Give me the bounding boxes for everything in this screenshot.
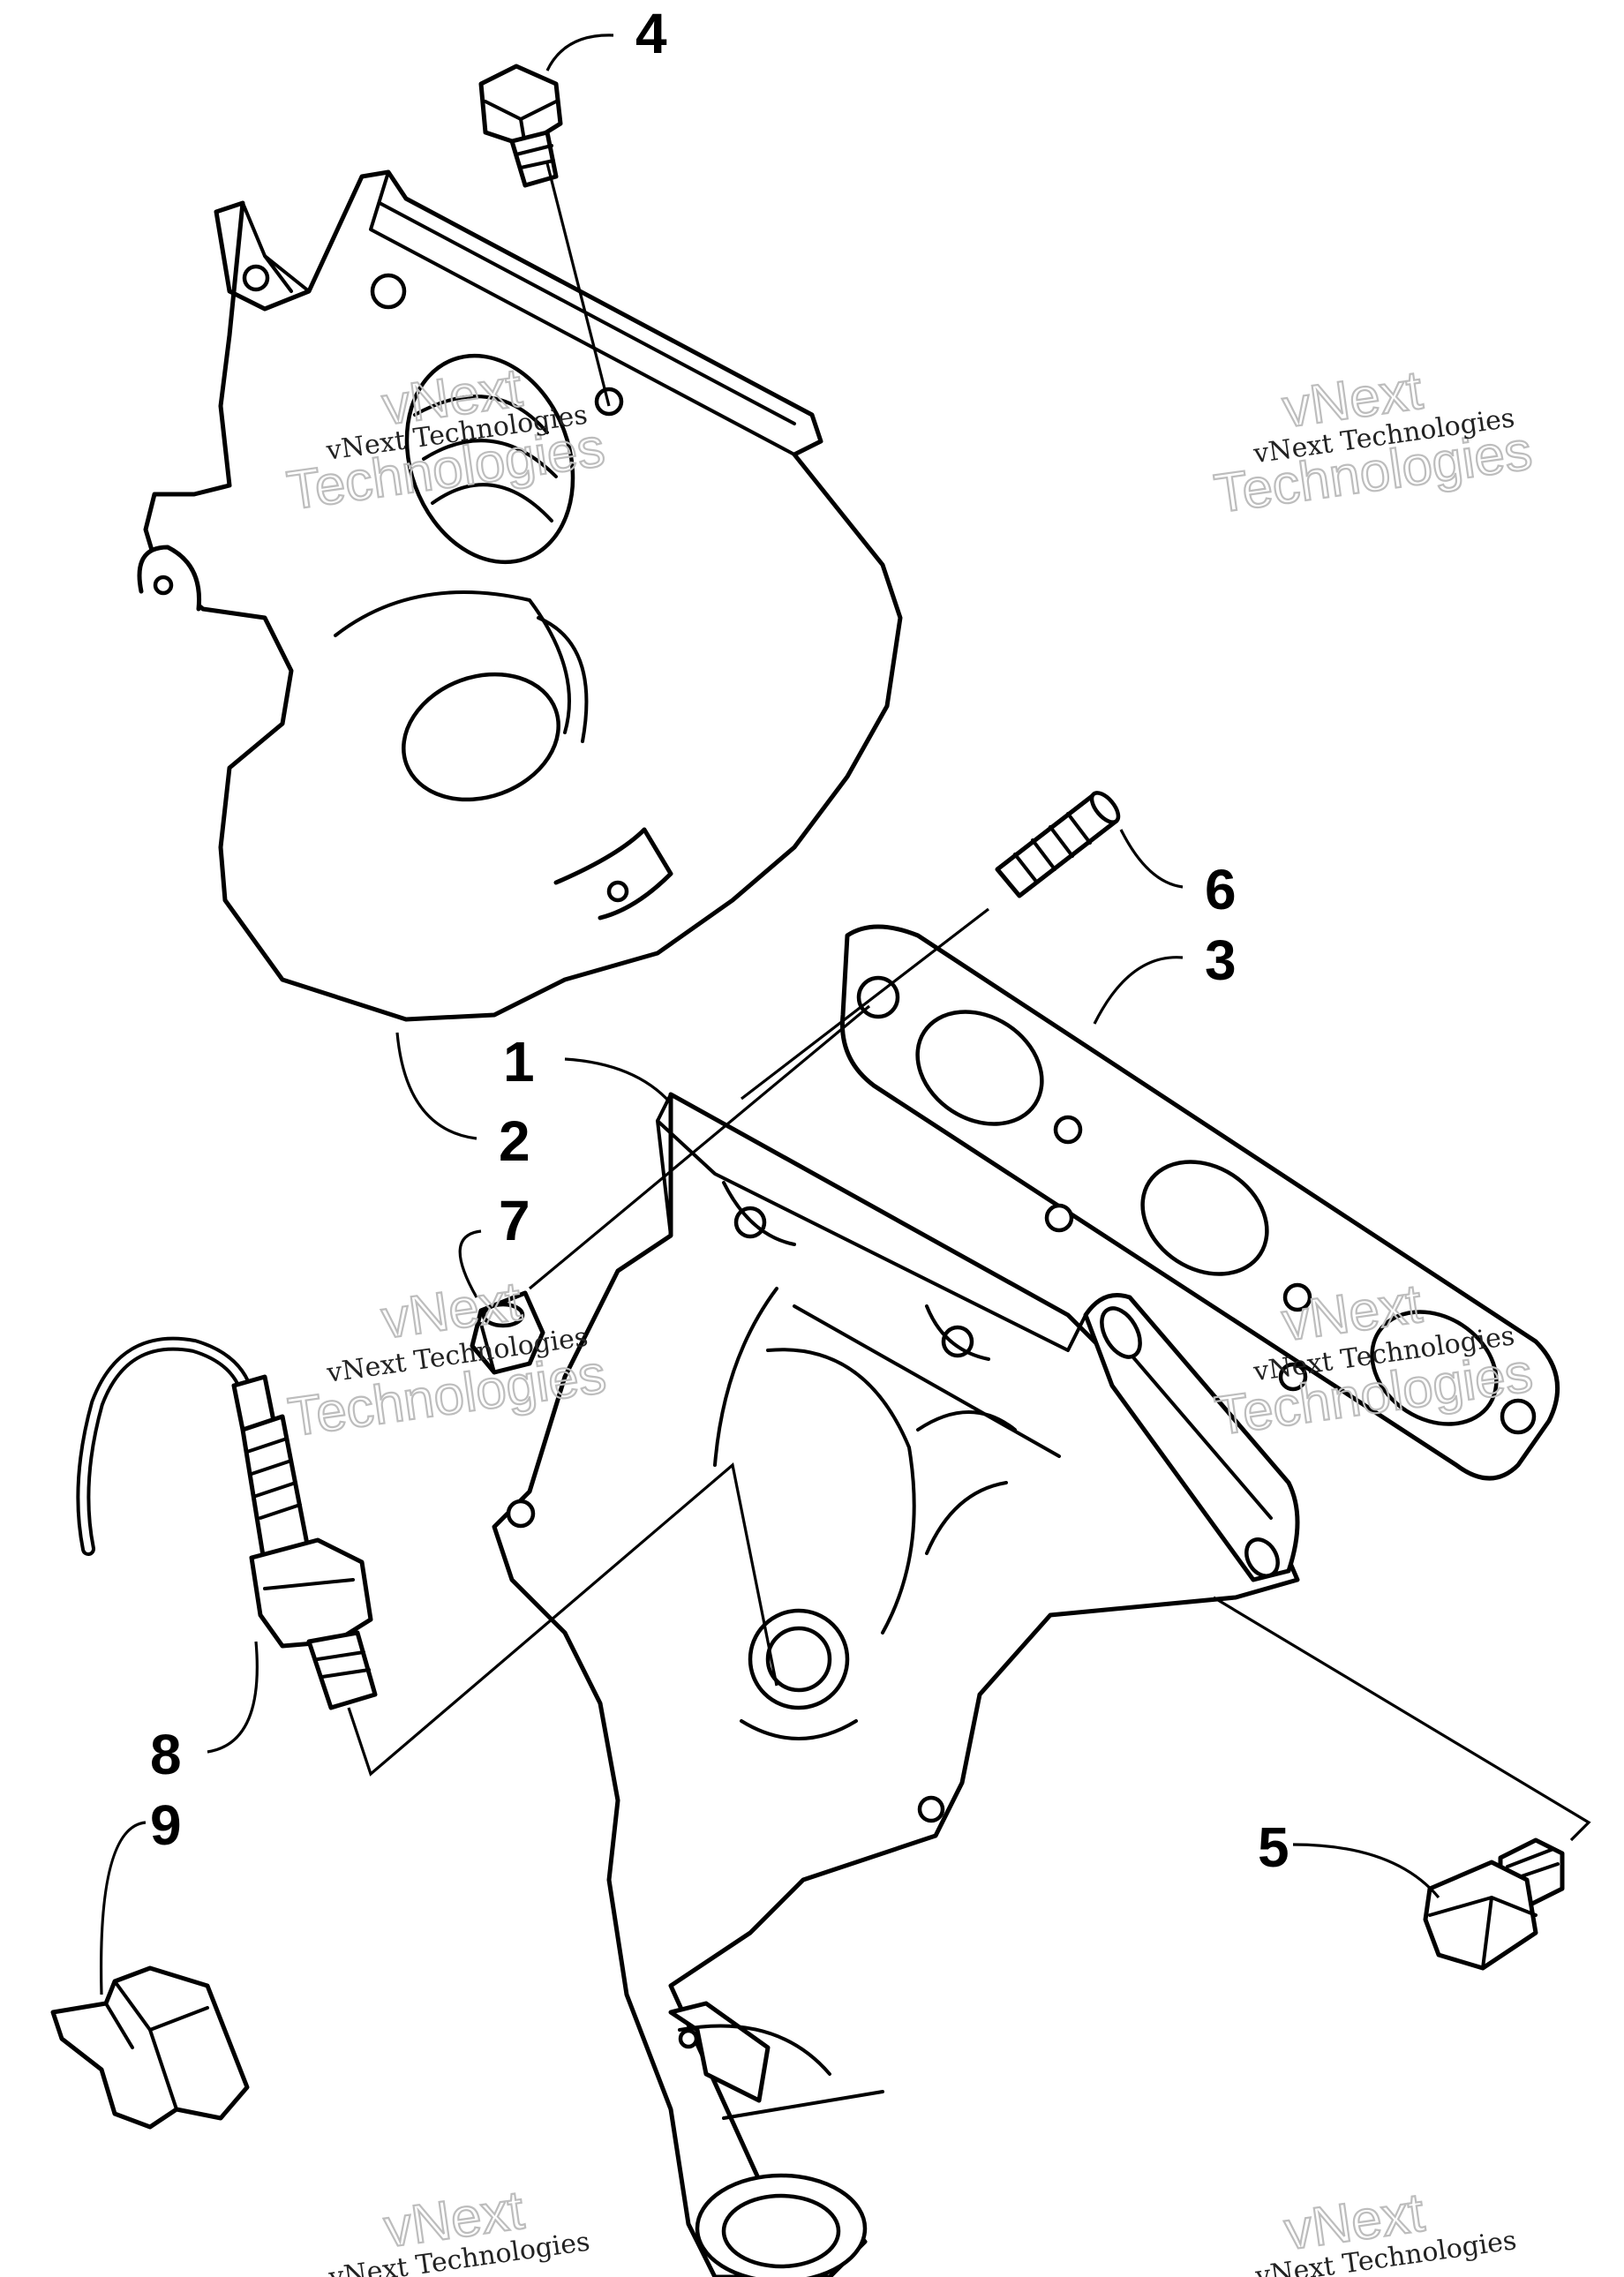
callout-1: 1	[503, 1030, 535, 1093]
watermark-5: vNext vNext Technologies	[326, 2179, 591, 2277]
watermark-6: vNext vNext Technologies	[1252, 2181, 1518, 2277]
callout-5: 5	[1258, 1815, 1289, 1879]
gasket-part-3	[839, 924, 1560, 1481]
leader-5-axis	[1213, 1596, 1591, 1842]
callout-numbers: 4 6 3 1 2 7 8 9 5	[150, 2, 1289, 1879]
leader-6-axis	[741, 907, 989, 1101]
leader-1	[564, 1057, 673, 1105]
stud-part-6	[995, 791, 1121, 898]
leader-3	[1093, 956, 1184, 1025]
oxygen-sensor-part-8	[76, 1336, 378, 1710]
leader-2	[395, 1032, 477, 1140]
leader-8-axis	[347, 1462, 778, 1777]
leader-9	[100, 1821, 147, 1995]
watermark-2: vNext Technologies vNext Technologies	[1210, 359, 1537, 526]
leader-6	[1119, 829, 1184, 889]
leader-3-axis	[528, 1004, 871, 1290]
leader-5	[1292, 1843, 1440, 1899]
callout-7: 7	[499, 1189, 530, 1252]
callout-3: 3	[1205, 928, 1237, 992]
leader-7	[458, 1229, 482, 1298]
leader-8	[207, 1641, 259, 1754]
callout-6: 6	[1205, 858, 1237, 921]
callout-2: 2	[499, 1109, 530, 1173]
clip-part-9	[50, 1965, 250, 2130]
callout-9: 9	[150, 1793, 182, 1857]
leader-4	[545, 34, 614, 71]
bolt-part-5	[1423, 1837, 1565, 1971]
exhaust-manifold-part-1	[492, 1092, 1300, 2277]
bolt-part-4	[478, 64, 563, 188]
leader-lines	[100, 34, 1591, 1995]
leader-4-axis	[545, 162, 611, 407]
heat-shield	[137, 169, 903, 1022]
callout-4: 4	[635, 2, 667, 65]
callout-8: 8	[150, 1723, 182, 1786]
nut-part-7	[470, 1290, 545, 1375]
